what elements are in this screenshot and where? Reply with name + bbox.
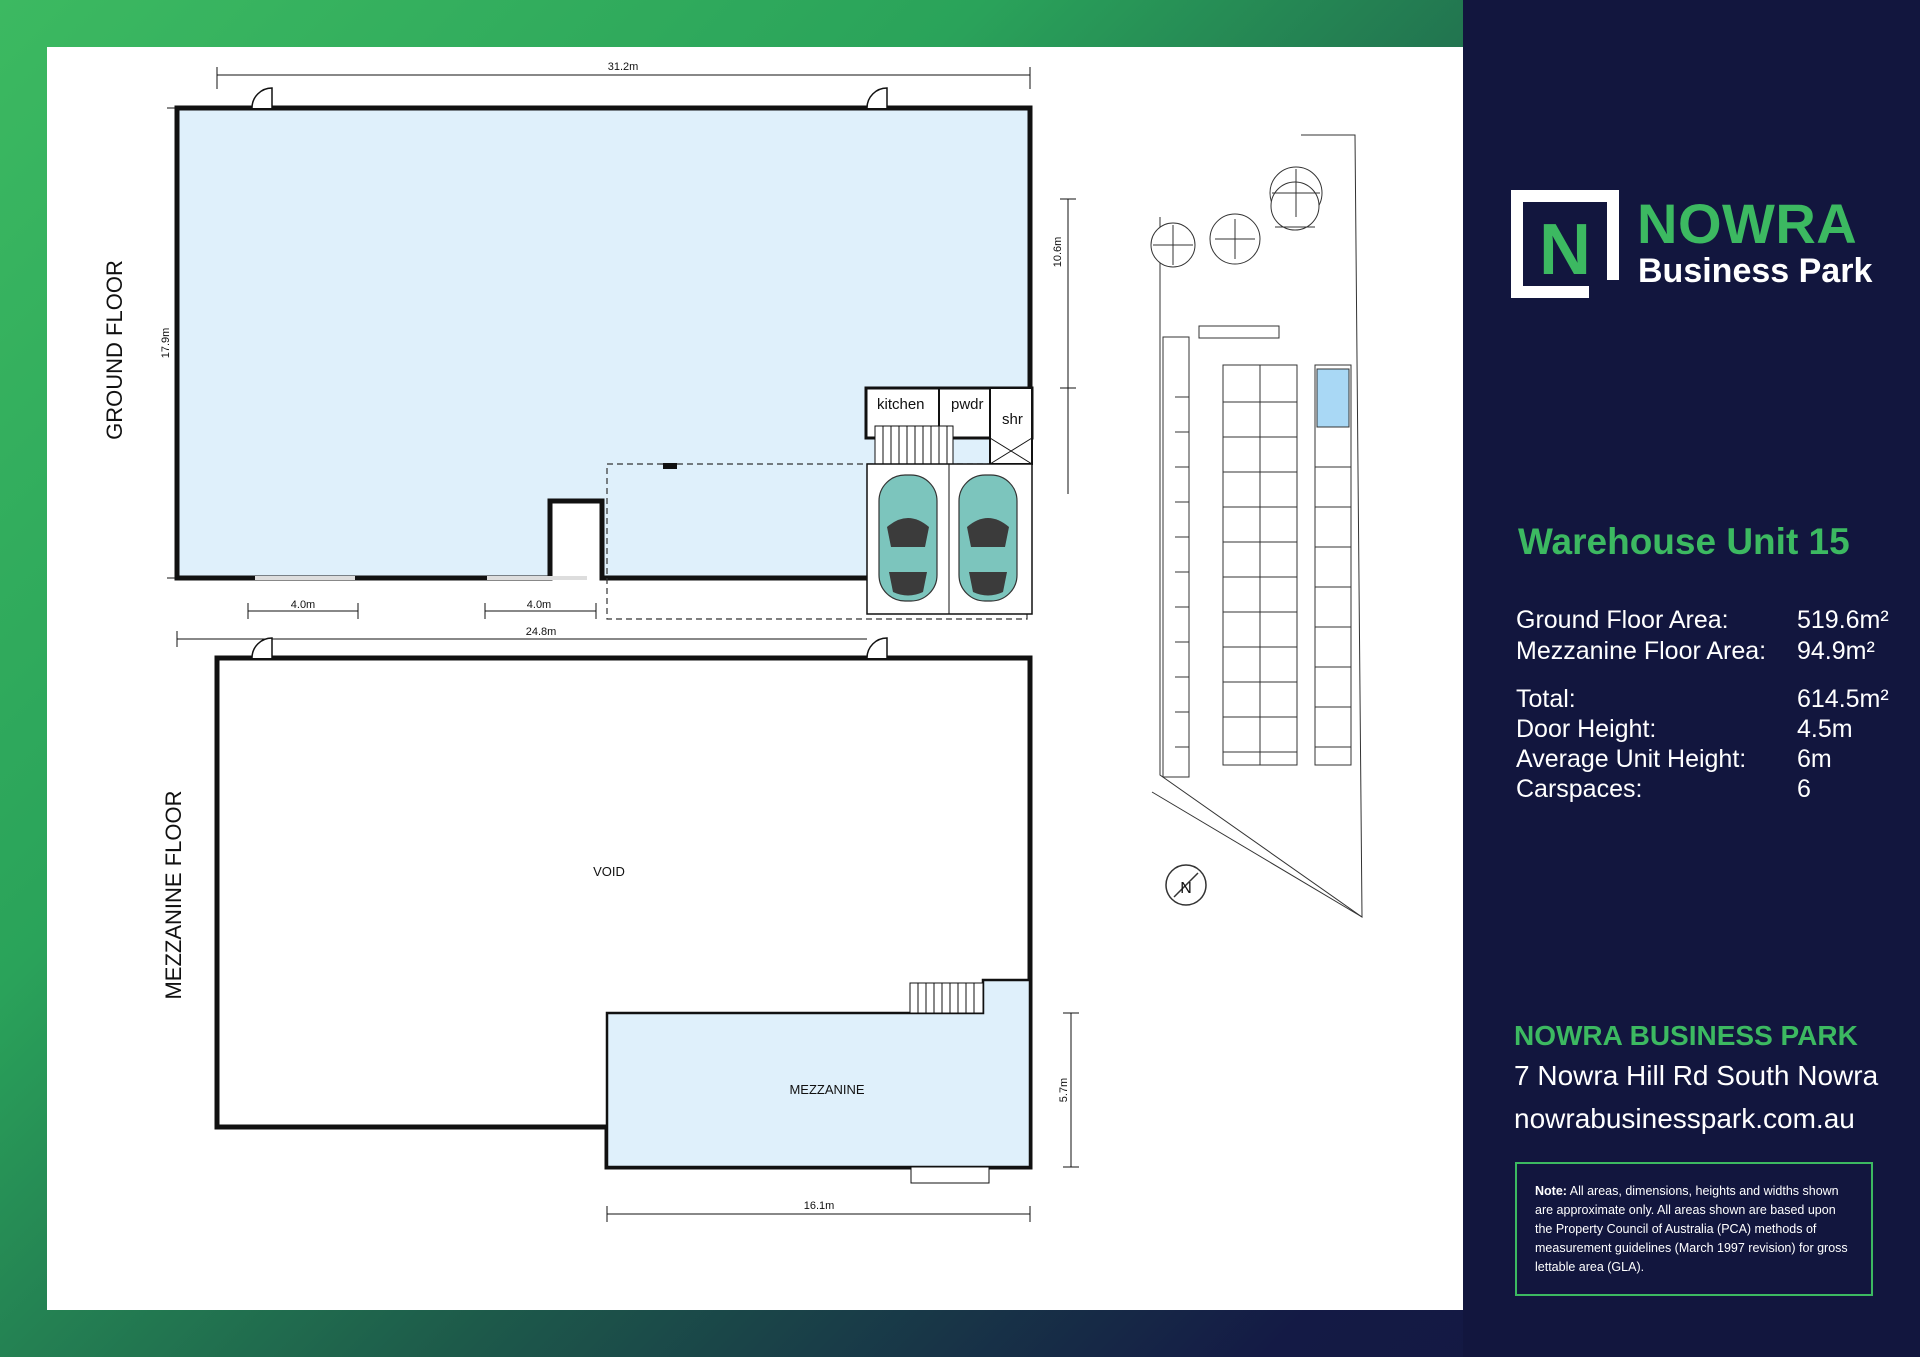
dim-right-height: 10.6m <box>1052 237 1064 268</box>
note-text: All areas, dimensions, heights and width… <box>1535 1184 1848 1274</box>
dim-mezz-floor-width: 24.8m <box>526 626 557 638</box>
address: 7 Nowra Hill Rd South Nowra <box>1514 1060 1879 1091</box>
ground-floor-plan: kitchen pwdr shr <box>102 61 1076 620</box>
dim-door-2: 4.0m <box>527 599 551 611</box>
dim-mezz-width: 16.1m <box>804 1200 835 1212</box>
website-link[interactable]: nowrabusinesspark.com.au <box>1514 1103 1855 1134</box>
spec-value: 614.5m² <box>1797 685 1889 713</box>
ground-floor-label: GROUND FLOOR <box>102 260 127 440</box>
spec-value: 4.5m <box>1797 715 1853 743</box>
mezzanine-label: MEZZANINE <box>789 1082 864 1097</box>
door-arc <box>866 87 888 109</box>
dim-door-1: 4.0m <box>291 599 315 611</box>
north-arrow-label: N <box>1180 880 1192 897</box>
floor-plan-sheet: kitchen pwdr shr <box>47 47 1463 1310</box>
dim-ground-width: 31.2m <box>608 61 639 73</box>
spec-label: Carspaces: <box>1516 775 1643 803</box>
spec-label: Ground Floor Area: <box>1516 606 1729 634</box>
spec-label: Mezzanine Floor Area: <box>1516 637 1767 665</box>
brand-subname: Business Park <box>1638 252 1873 290</box>
dim-mezz-height: 5.7m <box>1058 1078 1070 1102</box>
door-arc <box>251 87 273 109</box>
brand-logo-letter: N <box>1539 210 1591 290</box>
car-icon <box>958 474 1018 602</box>
site-plan: N <box>1150 134 1363 918</box>
spec-label: Door Height: <box>1516 715 1657 743</box>
shr-label: shr <box>1002 411 1023 428</box>
park-name: NOWRA BUSINESS PARK <box>1514 1020 1858 1051</box>
spec-label: Total: <box>1516 685 1576 713</box>
info-panel: N NOWRA Business Park Warehouse Unit 15 … <box>1463 0 1920 1357</box>
spec-value: 94.9m² <box>1797 637 1875 665</box>
disclaimer-note: Note: All areas, dimensions, heights and… <box>1515 1162 1873 1296</box>
spec-value: 6 <box>1797 775 1811 803</box>
spec-label: Average Unit Height: <box>1516 745 1747 773</box>
brand-name: NOWRA <box>1637 192 1858 255</box>
mezzanine-floor-plan: 24.8m VOID MEZZANINE MEZZANINE FLOOR <box>161 626 1079 1222</box>
dim-ground-height: 17.9m <box>160 328 172 359</box>
void-label: VOID <box>593 864 625 879</box>
floor-plan-drawing: kitchen pwdr shr <box>102 61 1363 1222</box>
spec-value: 6m <box>1797 745 1832 773</box>
mezzanine-floor-label: MEZZANINE FLOOR <box>161 790 186 999</box>
note-label: Note: <box>1535 1184 1567 1198</box>
unit-title: Warehouse Unit 15 <box>1518 521 1850 562</box>
pwdr-label: pwdr <box>951 396 984 413</box>
brand-logo-icon: N <box>1511 190 1619 298</box>
car-icon <box>878 474 938 602</box>
spec-value: 519.6m² <box>1797 606 1889 634</box>
kitchen-label: kitchen <box>877 396 925 413</box>
